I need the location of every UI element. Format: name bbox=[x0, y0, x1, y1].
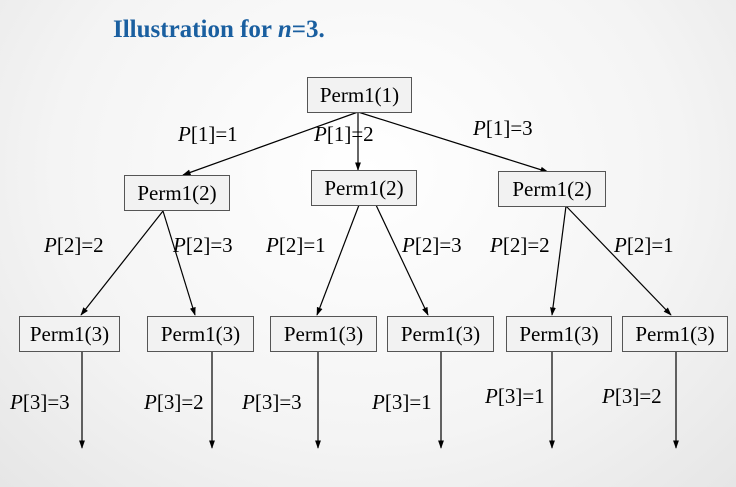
edge-l1-3-l2-6 bbox=[565, 205, 672, 316]
edge-label-l3-3: P[3]=3 bbox=[242, 390, 302, 414]
node-l1-3: Perm1(2) bbox=[498, 171, 606, 207]
edge-label-l3-1: P[3]=3 bbox=[10, 390, 70, 414]
edge-label-l1-3: P[1]=3 bbox=[473, 116, 533, 140]
edge-root-l1-1 bbox=[182, 111, 359, 176]
edge-label-l3-4: P[3]=1 bbox=[372, 390, 432, 414]
edge-l1-2-l2-4 bbox=[375, 204, 429, 316]
edge-label-l1-1: P[1]=1 bbox=[178, 122, 238, 146]
node-l2-2: Perm1(3) bbox=[147, 316, 254, 352]
slide-title: Illustration for n=3. bbox=[113, 16, 325, 44]
edge-label-l2-5: P[2]=2 bbox=[490, 233, 550, 257]
edge-label-l2-2: P[2]=3 bbox=[173, 233, 233, 257]
node-l2-4: Perm1(3) bbox=[387, 316, 494, 352]
title-prefix: Illustration for bbox=[113, 16, 278, 43]
node-l2-1: Perm1(3) bbox=[19, 316, 120, 352]
node-l1-1: Perm1(2) bbox=[124, 175, 230, 211]
edge-label-l2-4: P[2]=3 bbox=[402, 233, 462, 257]
edge-label-l2-1: P[2]=2 bbox=[44, 233, 104, 257]
edge-l1-1-l2-1 bbox=[80, 210, 164, 316]
node-l1-2: Perm1(2) bbox=[311, 170, 417, 206]
edge-l1-1-l2-2 bbox=[162, 210, 196, 316]
edge-root-l1-3 bbox=[357, 111, 549, 173]
node-l2-6: Perm1(3) bbox=[622, 316, 728, 352]
edge-label-l2-6: P[2]=1 bbox=[614, 233, 674, 257]
node-root: Perm1(1) bbox=[307, 77, 412, 113]
title-variable: n bbox=[277, 16, 292, 43]
node-l2-3: Perm1(3) bbox=[270, 316, 377, 352]
edge-label-l1-2: P[1]=2 bbox=[314, 122, 374, 146]
edge-label-l3-5: P[3]=1 bbox=[485, 384, 545, 408]
edge-label-l3-2: P[3]=2 bbox=[144, 390, 204, 414]
edge-label-l2-3: P[2]=1 bbox=[266, 233, 326, 257]
edge-l1-2-l2-3 bbox=[316, 204, 360, 316]
edge-l1-3-l2-5 bbox=[550, 205, 567, 316]
edge-label-l3-6: P[3]=2 bbox=[602, 384, 662, 408]
node-l2-5: Perm1(3) bbox=[506, 316, 612, 352]
title-suffix: =3. bbox=[291, 16, 325, 43]
